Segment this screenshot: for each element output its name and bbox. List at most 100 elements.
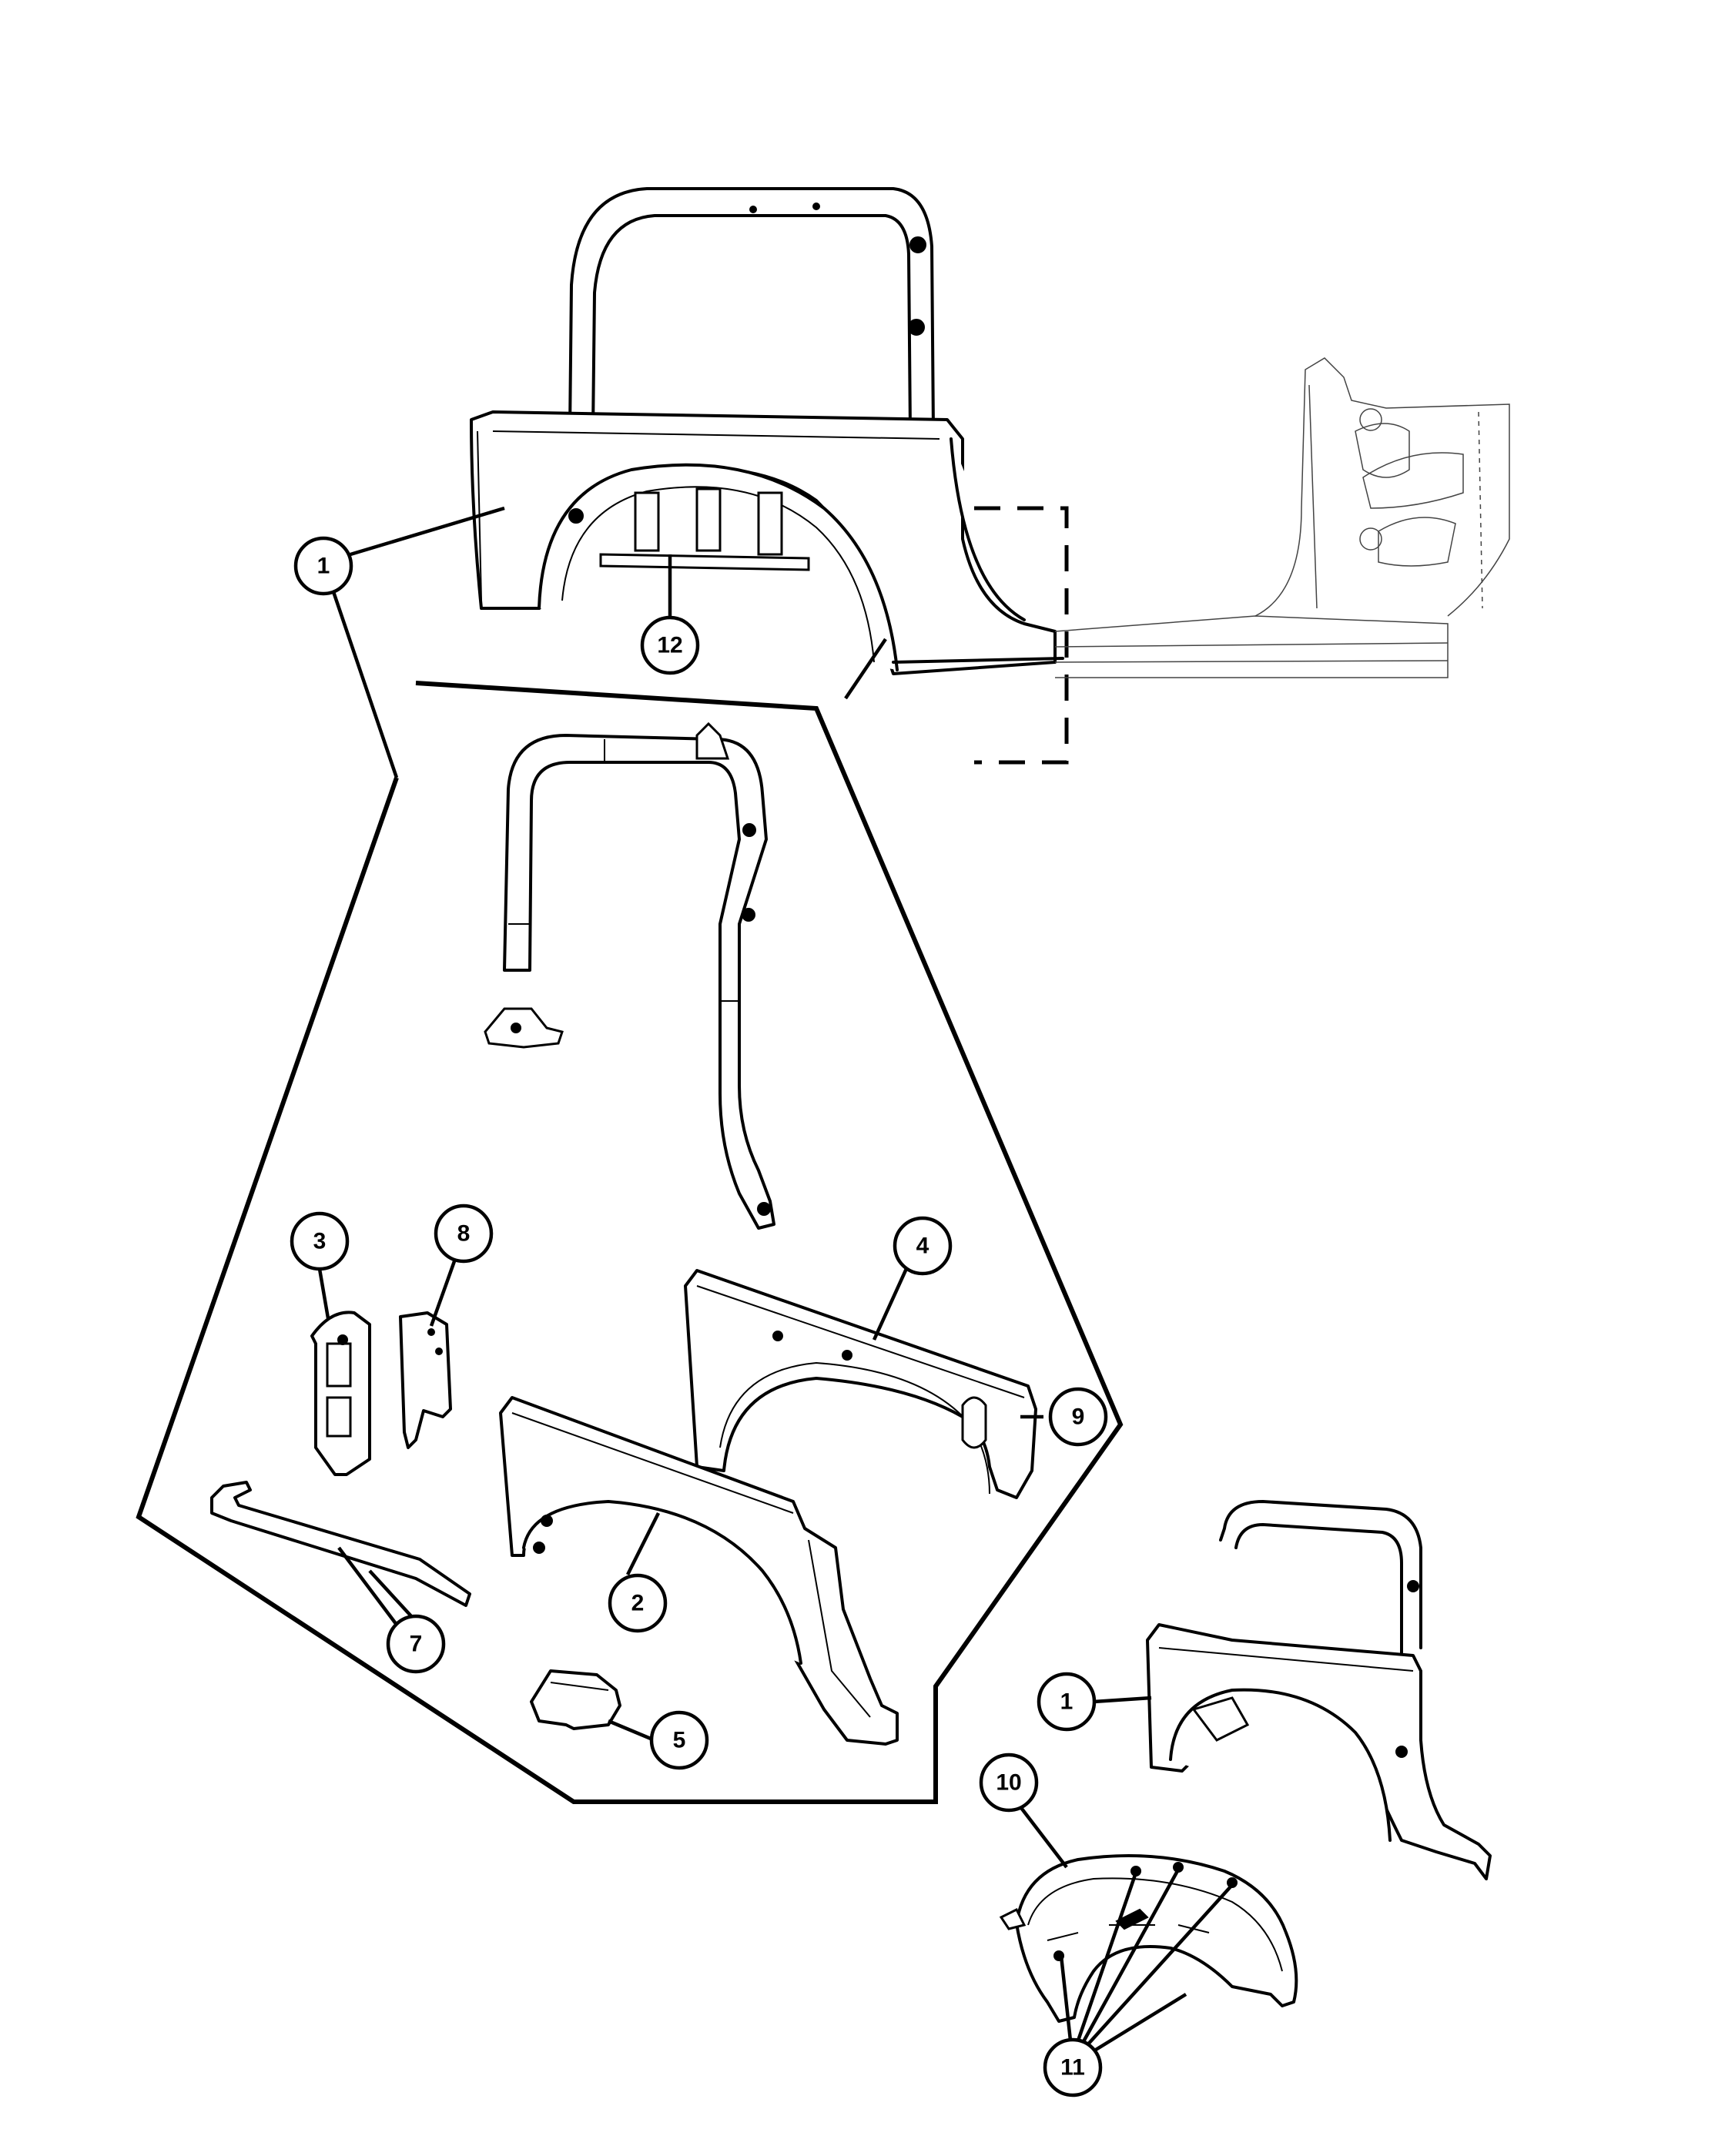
part-3-opening <box>326 1342 352 1388</box>
callout-1-bottom: 1 <box>1037 1672 1097 1732</box>
part-2-pillar <box>808 1539 871 1718</box>
roll-bar-bolt <box>742 908 755 922</box>
cowl-hole <box>1359 408 1382 431</box>
callout-label: 1 <box>317 554 330 579</box>
part-8-hole <box>435 1348 443 1355</box>
callout-label: 1 <box>1060 1689 1074 1715</box>
leader-7-b <box>368 1569 414 1619</box>
wheelhouse-rail-top <box>599 553 810 571</box>
b-pillar-edge <box>950 437 1026 621</box>
leader-10 <box>1015 1800 1068 1869</box>
leader-1-top-panel <box>350 506 505 557</box>
bracket-body <box>484 1007 564 1049</box>
roll-bar-bolt <box>1407 1580 1419 1592</box>
callout-label: 4 <box>916 1234 929 1259</box>
part-4-hole <box>772 1331 783 1341</box>
callout-label: 8 <box>457 1221 471 1247</box>
part-4-flange <box>696 1285 1025 1398</box>
roll-bar-bolt <box>749 206 757 213</box>
panel-hole <box>1395 1746 1408 1758</box>
wheelhouse-bottom <box>1191 1696 1250 1742</box>
sill-top-edge <box>892 657 1064 664</box>
leader-1-bottom <box>1093 1696 1152 1704</box>
callout-label: 2 <box>631 1591 645 1616</box>
callout-8: 8 <box>434 1204 494 1264</box>
panel-hole <box>568 508 584 524</box>
roll-bar-bolt <box>909 236 926 253</box>
body-side-assembly-top <box>470 187 1064 675</box>
leader-5 <box>608 1719 651 1741</box>
leader-envelope-connector <box>844 638 887 700</box>
part-4-panel <box>684 1269 1037 1499</box>
part-5-edge <box>550 1682 609 1691</box>
part-2-hole <box>541 1515 553 1527</box>
callout-label: 3 <box>313 1229 327 1254</box>
callout-label: 11 <box>1060 2055 1085 2081</box>
sill-extension <box>1054 615 1449 678</box>
sill-line <box>1054 660 1449 663</box>
callout-label: 5 <box>673 1728 686 1753</box>
wheel-arch-inner-top <box>561 486 875 663</box>
part-4 <box>684 1269 1037 1499</box>
liner-tab <box>999 1907 1027 1930</box>
panel-belt-line <box>1158 1647 1414 1672</box>
callout-2: 2 <box>608 1573 668 1633</box>
callout-label: 10 <box>996 1770 1021 1796</box>
leader-1-top <box>325 573 399 778</box>
roll-bar-bottom-inner <box>1234 1523 1403 1657</box>
leader-11-d <box>1084 1883 1234 2048</box>
leader-11-c <box>1080 1868 1180 2046</box>
panel-belt-line <box>492 430 940 440</box>
leader-7-a <box>337 1546 398 1626</box>
part-8-hole <box>427 1328 435 1336</box>
small-bracket <box>484 1007 564 1049</box>
leader-11-e <box>1090 1993 1187 2054</box>
callout-4: 4 <box>893 1216 953 1276</box>
roll-bar-bolt <box>742 823 756 837</box>
leader-11-a <box>1059 1955 1073 2041</box>
roll-bar-inner-edge <box>591 214 912 433</box>
a-pillar-inner <box>1308 384 1318 609</box>
roll-bar-bolt <box>757 1202 771 1216</box>
part-5 <box>530 1669 621 1730</box>
liner-slot <box>1115 1908 1149 1930</box>
roll-bar-bracket <box>695 721 730 760</box>
wheelhouse-rib <box>757 491 783 556</box>
part-7 <box>210 1481 471 1607</box>
wheelhouse-rib <box>695 487 722 552</box>
hidden-edge <box>1478 411 1483 609</box>
callout-10: 10 <box>979 1753 1039 1813</box>
roll-bar-bolt <box>812 203 820 210</box>
cowl-cutout <box>1362 452 1464 509</box>
a-pillar-outline <box>1254 357 1510 617</box>
sill-line <box>1054 642 1449 648</box>
liner-ridge <box>1027 1877 1283 1972</box>
part-2-beltline <box>511 1412 794 1514</box>
part-10 <box>999 1854 1298 2023</box>
callout-3: 3 <box>290 1211 350 1271</box>
leader-2 <box>625 1512 661 1576</box>
roll-bar-hoop <box>503 734 775 1230</box>
callout-label: 7 <box>410 1632 423 1657</box>
leader-8 <box>429 1260 457 1327</box>
callout-1-top: 1 <box>293 536 353 596</box>
dashed-outline <box>974 506 1069 765</box>
callout-9: 9 <box>1048 1387 1108 1447</box>
body-side-assembly-bottom <box>1146 1500 1492 1880</box>
roll-bar-exploded <box>503 721 775 1230</box>
roll-bar-bolt <box>908 319 925 336</box>
wheelhouse-rib <box>634 491 660 552</box>
part-5-bracket <box>530 1669 621 1730</box>
part-4-hole <box>842 1350 852 1361</box>
front-body-side-faint <box>1054 357 1510 678</box>
part-7-trim <box>210 1481 471 1607</box>
cowl-cutout <box>1378 517 1456 567</box>
part-2-arch-flange <box>522 1500 802 1665</box>
callout-12: 12 <box>640 615 700 675</box>
leader-11-b <box>1076 1872 1138 2041</box>
part-8 <box>399 1311 452 1449</box>
callout-label: 12 <box>657 633 682 658</box>
part-8-plate <box>399 1311 452 1449</box>
